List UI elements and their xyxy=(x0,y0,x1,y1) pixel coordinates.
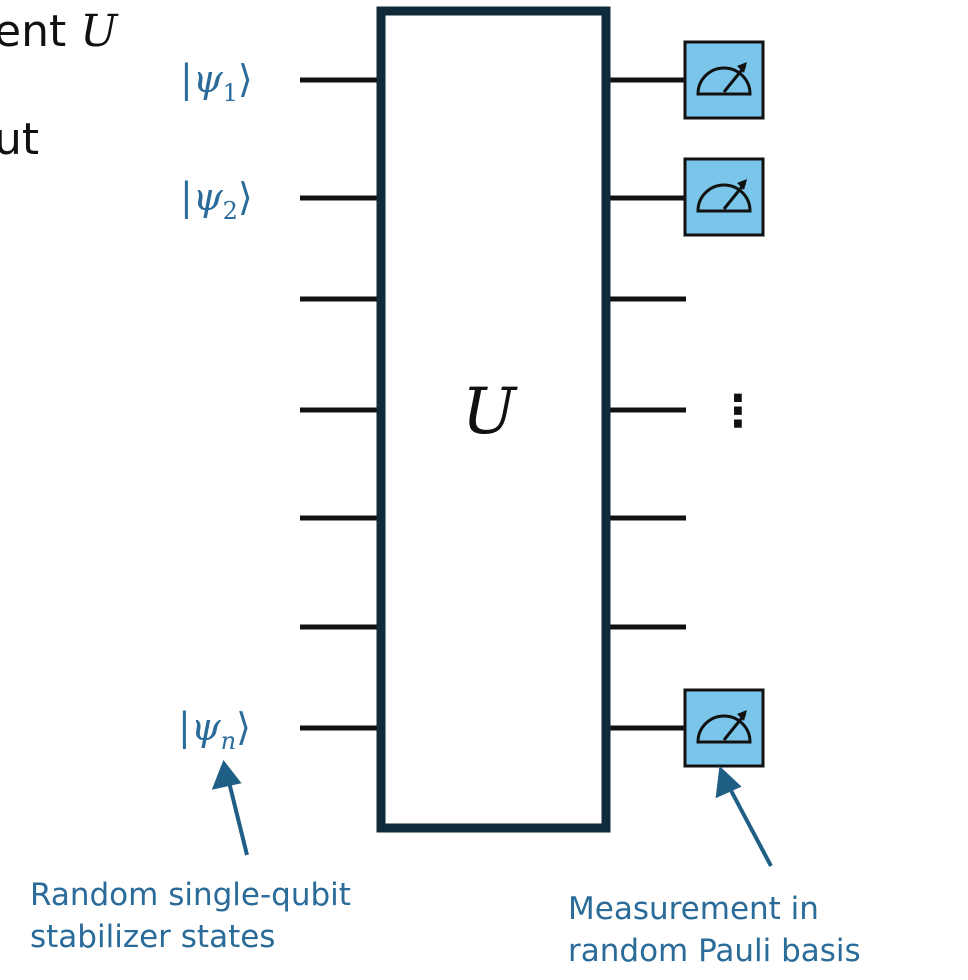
ket-symbol: ψ xyxy=(190,705,221,749)
fragment-1-text: ent xyxy=(0,6,67,57)
measurement-meter-icon xyxy=(683,688,765,768)
input-caption-line-2: stabilizer states xyxy=(30,919,276,955)
input-caption-line-1: Random single-qubit xyxy=(30,877,351,913)
measurement-caption-line-2: random Pauli basis xyxy=(568,933,861,969)
slide-text-fragment-1: ent U xyxy=(0,10,117,54)
input-state-1: |ψ1⟩ xyxy=(180,57,253,107)
ket-symbol: ψ xyxy=(192,57,223,101)
pointer-arrow-icon xyxy=(211,759,249,856)
measurement-caption-line-1: Measurement in xyxy=(568,891,819,927)
measurement-meter-icon xyxy=(683,40,765,120)
slide-text-fragment-2: ut xyxy=(0,118,39,162)
pointer-arrow-icon xyxy=(715,765,773,867)
output-wires xyxy=(606,77,686,731)
measurement-caption: Measurement in random Pauli basis xyxy=(568,888,861,972)
input-wires xyxy=(300,77,382,731)
ket-subscript: n xyxy=(220,727,237,755)
fragment-1-math: U xyxy=(80,6,118,57)
ellipsis-icon: ⋮ xyxy=(716,386,760,437)
fragment-2-text: ut xyxy=(0,114,40,165)
gate-label: U xyxy=(462,375,516,449)
input-states-caption: Random single-qubit stabilizer states xyxy=(30,874,351,958)
input-state-n: |ψn⟩ xyxy=(178,705,251,755)
measurement-meter-icon xyxy=(683,157,765,237)
ket-subscript: 2 xyxy=(222,197,238,225)
unitary-gate-box xyxy=(376,6,611,833)
ket-subscript: 1 xyxy=(222,79,238,107)
input-state-2: |ψ2⟩ xyxy=(180,175,253,225)
ket-symbol: ψ xyxy=(192,175,223,219)
